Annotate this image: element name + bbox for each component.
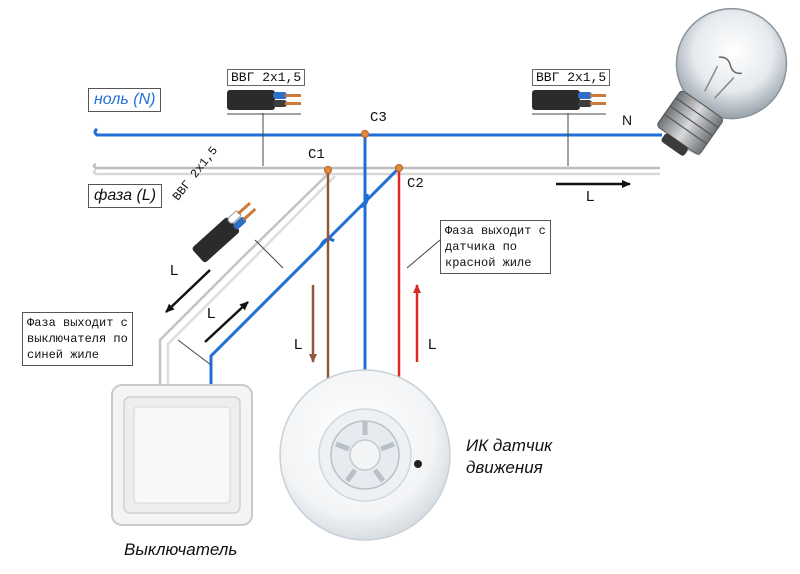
cable-to-switch: [158, 171, 336, 385]
phase-l-label-up: L: [207, 305, 216, 322]
junction-label-c2: С2: [407, 176, 424, 192]
neutral-n-label: N: [622, 112, 633, 128]
junction-label-c1: С1: [308, 147, 325, 163]
cable-label-left: ВВГ 2х1,5: [227, 69, 306, 86]
switched-phase-wire: [209, 166, 401, 385]
neutral-bus: [93, 127, 662, 137]
phase-l-label-lamp: L: [586, 188, 595, 205]
sensor-caption-line1: ИК датчик: [466, 436, 553, 455]
cable-label-right: ВВГ 2х1,5: [532, 69, 611, 86]
arrow-down-left: [165, 269, 211, 313]
arrow-up-left: [204, 301, 249, 343]
phase-l-label-brown: L: [294, 336, 303, 353]
cable-icon: [192, 201, 257, 263]
wire-jump-1: [318, 237, 335, 248]
phase-label: фаза (L): [88, 184, 163, 208]
motion-sensor-icon: [279, 369, 451, 541]
neutral-label: ноль (N): [88, 88, 162, 112]
phase-bus: [92, 162, 660, 176]
junction-c1: [324, 166, 332, 174]
cable-icon: [532, 90, 606, 115]
sensor-phase-note: Фаза выходит с датчика по красной жиле: [440, 220, 551, 274]
junction-c3: [361, 130, 369, 138]
junction-label-c3: С3: [370, 110, 387, 126]
sensor-caption-line2: движения: [466, 458, 543, 477]
lamp-bulb-icon: [657, 7, 788, 156]
phase-l-label-red: L: [428, 336, 437, 353]
switch-phase-note: Фаза выходит с выключателя по синей жиле: [22, 312, 133, 366]
leader-lines: [177, 113, 569, 366]
switch-caption: Выключатель: [124, 540, 238, 559]
phase-l-label-down: L: [170, 262, 179, 279]
wall-switch-icon: [111, 384, 253, 526]
cable-icon: [227, 90, 301, 115]
junction-c2: [395, 164, 403, 172]
